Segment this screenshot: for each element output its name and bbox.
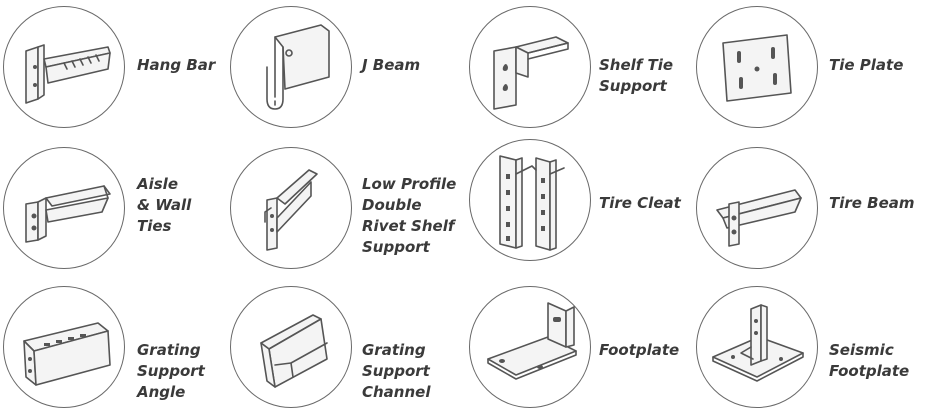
hang-bar-label: Hang Bar [137, 56, 216, 74]
j-beam-label: J Beam [362, 56, 421, 74]
grating-support-angle-icon [3, 286, 125, 408]
tire-beam-label: Tire Beam [829, 194, 915, 212]
aisle-wall-ties-label: Aisle & Wall Ties [137, 175, 192, 235]
tie-plate-icon [696, 6, 818, 128]
seismic-footplate-label: Seismic Footplate [829, 341, 910, 380]
grating-support-channel-icon [230, 286, 352, 408]
tire-beam-icon [696, 147, 818, 269]
hang-bar-icon [3, 6, 125, 128]
seismic-footplate-icon [696, 286, 818, 408]
aisle-wall-ties-icon [3, 147, 125, 269]
j-beam-icon [230, 6, 352, 128]
tie-plate-label: Tie Plate [829, 56, 904, 74]
shelf-tie-support-icon [469, 6, 591, 128]
footplate-icon [469, 286, 591, 408]
footplate-label: Footplate [599, 341, 680, 359]
tire-cleat-label: Tire Cleat [599, 194, 681, 212]
shelf-tie-support-label: Shelf Tie Support [599, 56, 674, 95]
low-profile-double-rivet-shelf-support-icon [230, 147, 352, 269]
grating-support-angle-label: Grating Support Angle [137, 341, 205, 401]
grating-support-channel-label: Grating Support Channel [362, 341, 431, 401]
low-profile-double-rivet-shelf-support-label: Low Profile Double Rivet Shelf Support [362, 175, 457, 256]
tire-cleat-icon [469, 139, 591, 261]
